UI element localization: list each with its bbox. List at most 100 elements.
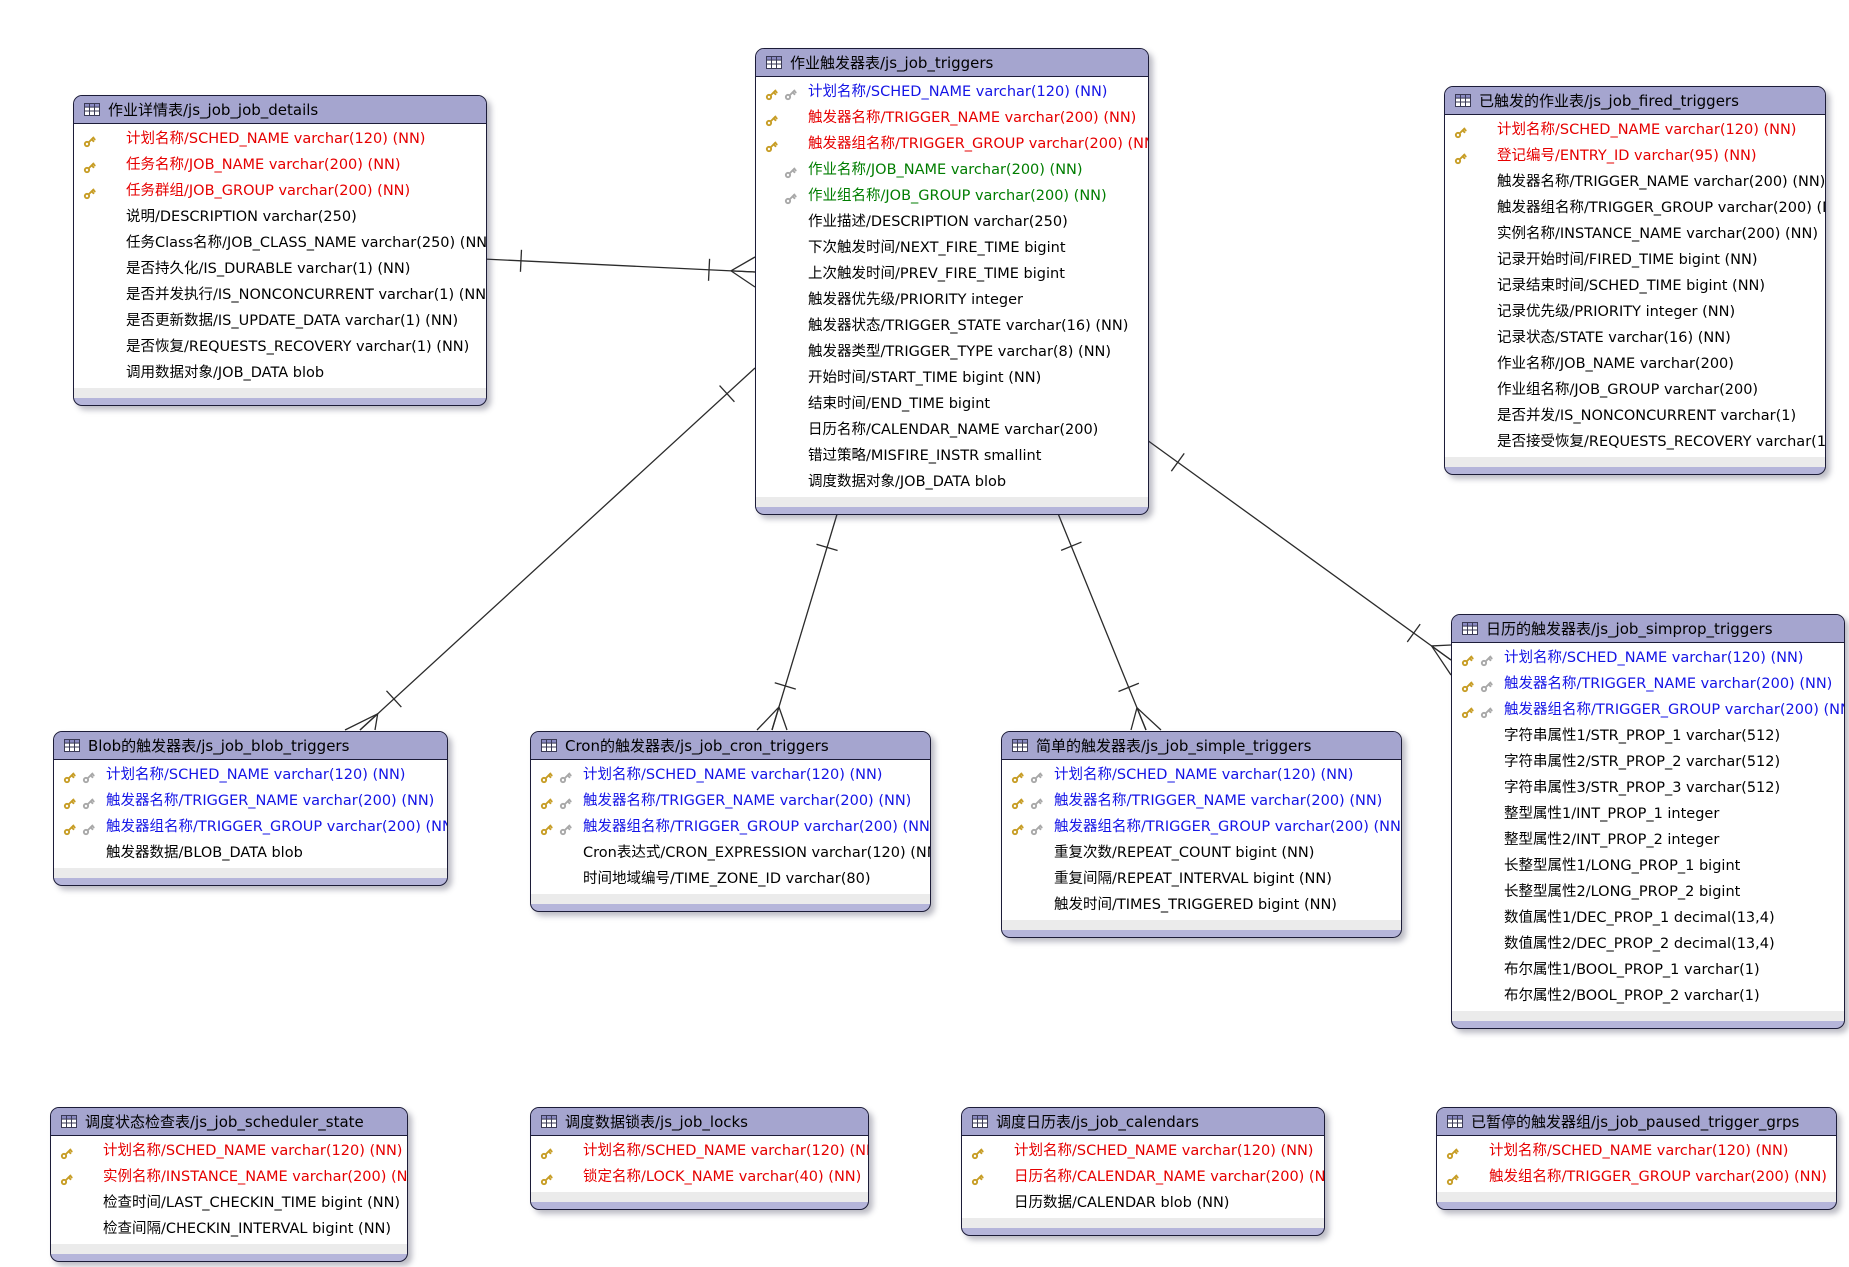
field-row[interactable]: 计划名称/SCHED_NAME varchar(120) (NN)	[531, 762, 930, 788]
field-row[interactable]: 日历数据/CALENDAR blob (NN)	[962, 1190, 1324, 1216]
table-header[interactable]: 简单的触发器表/js_job_simple_triggers	[1002, 732, 1401, 760]
field-row[interactable]: 字符串属性3/STR_PROP_3 varchar(512)	[1452, 775, 1844, 801]
field-row[interactable]: 触发组名称/TRIGGER_GROUP varchar(200) (NN)	[1437, 1164, 1836, 1190]
field-row[interactable]: 触发器组名称/TRIGGER_GROUP varchar(200) (NN)	[1452, 697, 1844, 723]
field-row[interactable]: 是否接受恢复/REQUESTS_RECOVERY varchar(1)	[1445, 429, 1825, 455]
field-row[interactable]: 是否更新数据/IS_UPDATE_DATA varchar(1) (NN)	[74, 308, 486, 334]
table-js_job_fired_triggers[interactable]: 已触发的作业表/js_job_fired_triggers 计划名称/SCHED…	[1444, 86, 1826, 475]
table-js_job_blob_triggers[interactable]: Blob的触发器表/js_job_blob_triggers 计划名称/SCHE…	[53, 731, 448, 886]
field-row[interactable]: 计划名称/SCHED_NAME varchar(120) (NN)	[1002, 762, 1401, 788]
field-row[interactable]: 说明/DESCRIPTION varchar(250)	[74, 204, 486, 230]
table-header[interactable]: 调度状态检查表/js_job_scheduler_state	[51, 1108, 407, 1136]
field-row[interactable]: 作业名称/JOB_NAME varchar(200) (NN)	[756, 157, 1148, 183]
field-row[interactable]: 计划名称/SCHED_NAME varchar(120) (NN)	[962, 1138, 1324, 1164]
field-row[interactable]: 是否并发执行/IS_NONCONCURRENT varchar(1) (NN)	[74, 282, 486, 308]
field-row[interactable]: 是否持久化/IS_DURABLE varchar(1) (NN)	[74, 256, 486, 282]
field-row[interactable]: 布尔属性2/BOOL_PROP_2 varchar(1)	[1452, 983, 1844, 1009]
field-row[interactable]: 检查间隔/CHECKIN_INTERVAL bigint (NN)	[51, 1216, 407, 1242]
field-row[interactable]: 触发器组名称/TRIGGER_GROUP varchar(200) (NN)	[1002, 814, 1401, 840]
field-row[interactable]: 计划名称/SCHED_NAME varchar(120) (NN)	[51, 1138, 407, 1164]
table-header[interactable]: Blob的触发器表/js_job_blob_triggers	[54, 732, 447, 760]
field-row[interactable]: 记录开始时间/FIRED_TIME bigint (NN)	[1445, 247, 1825, 273]
field-row[interactable]: 日历名称/CALENDAR_NAME varchar(200)	[756, 417, 1148, 443]
field-row[interactable]: 下次触发时间/NEXT_FIRE_TIME bigint	[756, 235, 1148, 261]
field-row[interactable]: 整型属性2/INT_PROP_2 integer	[1452, 827, 1844, 853]
field-row[interactable]: 作业描述/DESCRIPTION varchar(250)	[756, 209, 1148, 235]
table-header[interactable]: Cron的触发器表/js_job_cron_triggers	[531, 732, 930, 760]
field-row[interactable]: 计划名称/SCHED_NAME varchar(120) (NN)	[531, 1138, 868, 1164]
field-row[interactable]: 触发器优先级/PRIORITY integer	[756, 287, 1148, 313]
field-row[interactable]: 时间地域编号/TIME_ZONE_ID varchar(80)	[531, 866, 930, 892]
field-row[interactable]: 上次触发时间/PREV_FIRE_TIME bigint	[756, 261, 1148, 287]
field-row[interactable]: 作业组名称/JOB_GROUP varchar(200) (NN)	[756, 183, 1148, 209]
table-header[interactable]: 作业触发器表/js_job_triggers	[756, 49, 1148, 77]
field-row[interactable]: 是否并发/IS_NONCONCURRENT varchar(1)	[1445, 403, 1825, 429]
field-row[interactable]: 开始时间/START_TIME bigint (NN)	[756, 365, 1148, 391]
table-js_job_job_details[interactable]: 作业详情表/js_job_job_details 计划名称/SCHED_NAME…	[73, 95, 487, 406]
field-row[interactable]: 计划名称/SCHED_NAME varchar(120) (NN)	[1445, 117, 1825, 143]
field-row[interactable]: 是否恢复/REQUESTS_RECOVERY varchar(1) (NN)	[74, 334, 486, 360]
field-row[interactable]: 任务群组/JOB_GROUP varchar(200) (NN)	[74, 178, 486, 204]
field-row[interactable]: 任务名称/JOB_NAME varchar(200) (NN)	[74, 152, 486, 178]
field-row[interactable]: 触发器状态/TRIGGER_STATE varchar(16) (NN)	[756, 313, 1148, 339]
field-row[interactable]: 字符串属性2/STR_PROP_2 varchar(512)	[1452, 749, 1844, 775]
field-row[interactable]: 实例名称/INSTANCE_NAME varchar(200) (NN)	[1445, 221, 1825, 247]
field-row[interactable]: 记录状态/STATE varchar(16) (NN)	[1445, 325, 1825, 351]
field-row[interactable]: 锁定名称/LOCK_NAME varchar(40) (NN)	[531, 1164, 868, 1190]
field-row[interactable]: 长整型属性1/LONG_PROP_1 bigint	[1452, 853, 1844, 879]
field-row[interactable]: 日历名称/CALENDAR_NAME varchar(200) (NN)	[962, 1164, 1324, 1190]
table-header[interactable]: 作业详情表/js_job_job_details	[74, 96, 486, 124]
field-row[interactable]: 触发器组名称/TRIGGER_GROUP varchar(200) (NN)	[1445, 195, 1825, 221]
field-row[interactable]: 布尔属性1/BOOL_PROP_1 varchar(1)	[1452, 957, 1844, 983]
table-header[interactable]: 调度日历表/js_job_calendars	[962, 1108, 1324, 1136]
field-row[interactable]: 触发器名称/TRIGGER_NAME varchar(200) (NN)	[531, 788, 930, 814]
field-row[interactable]: 记录优先级/PRIORITY integer (NN)	[1445, 299, 1825, 325]
field-row[interactable]: 数值属性1/DEC_PROP_1 decimal(13,4)	[1452, 905, 1844, 931]
field-row[interactable]: 触发器名称/TRIGGER_NAME varchar(200) (NN)	[756, 105, 1148, 131]
field-row[interactable]: 整型属性1/INT_PROP_1 integer	[1452, 801, 1844, 827]
table-js_job_scheduler_state[interactable]: 调度状态检查表/js_job_scheduler_state 计划名称/SCHE…	[50, 1107, 408, 1262]
table-js_job_calendars[interactable]: 调度日历表/js_job_calendars 计划名称/SCHED_NAME v…	[961, 1107, 1325, 1236]
field-row[interactable]: 计划名称/SCHED_NAME varchar(120) (NN)	[1452, 645, 1844, 671]
field-row[interactable]: 登记编号/ENTRY_ID varchar(95) (NN)	[1445, 143, 1825, 169]
field-row[interactable]: 触发器组名称/TRIGGER_GROUP varchar(200) (NN)	[54, 814, 447, 840]
field-row[interactable]: 字符串属性1/STR_PROP_1 varchar(512)	[1452, 723, 1844, 749]
table-header[interactable]: 已触发的作业表/js_job_fired_triggers	[1445, 87, 1825, 115]
field-row[interactable]: 触发器类型/TRIGGER_TYPE varchar(8) (NN)	[756, 339, 1148, 365]
field-row[interactable]: 触发器名称/TRIGGER_NAME varchar(200) (NN)	[1452, 671, 1844, 697]
field-row[interactable]: 调度数据对象/JOB_DATA blob	[756, 469, 1148, 495]
field-row[interactable]: 触发时间/TIMES_TRIGGERED bigint (NN)	[1002, 892, 1401, 918]
field-row[interactable]: 计划名称/SCHED_NAME varchar(120) (NN)	[1437, 1138, 1836, 1164]
field-row[interactable]: 错过策略/MISFIRE_INSTR smallint	[756, 443, 1148, 469]
field-row[interactable]: 结束时间/END_TIME bigint	[756, 391, 1148, 417]
field-row[interactable]: 长整型属性2/LONG_PROP_2 bigint	[1452, 879, 1844, 905]
field-row[interactable]: 计划名称/SCHED_NAME varchar(120) (NN)	[74, 126, 486, 152]
field-row[interactable]: 重复次数/REPEAT_COUNT bigint (NN)	[1002, 840, 1401, 866]
field-row[interactable]: Cron表达式/CRON_EXPRESSION varchar(120) (NN…	[531, 840, 930, 866]
table-js_job_triggers[interactable]: 作业触发器表/js_job_triggers 计划名称/SCHED_NAME v…	[755, 48, 1149, 515]
field-row[interactable]: 作业名称/JOB_NAME varchar(200)	[1445, 351, 1825, 377]
table-js_job_locks[interactable]: 调度数据锁表/js_job_locks 计划名称/SCHED_NAME varc…	[530, 1107, 869, 1210]
field-row[interactable]: 触发器组名称/TRIGGER_GROUP varchar(200) (NN)	[531, 814, 930, 840]
table-header[interactable]: 日历的触发器表/js_job_simprop_triggers	[1452, 615, 1844, 643]
field-row[interactable]: 检查时间/LAST_CHECKIN_TIME bigint (NN)	[51, 1190, 407, 1216]
field-row[interactable]: 触发器名称/TRIGGER_NAME varchar(200) (NN)	[54, 788, 447, 814]
field-row[interactable]: 计划名称/SCHED_NAME varchar(120) (NN)	[756, 79, 1148, 105]
table-js_job_paused_trigger_grps[interactable]: 已暂停的触发器组/js_job_paused_trigger_grps 计划名称…	[1436, 1107, 1837, 1210]
field-row[interactable]: 触发器数据/BLOB_DATA blob	[54, 840, 447, 866]
table-js_job_cron_triggers[interactable]: Cron的触发器表/js_job_cron_triggers 计划名称/SCHE…	[530, 731, 931, 912]
field-row[interactable]: 数值属性2/DEC_PROP_2 decimal(13,4)	[1452, 931, 1844, 957]
field-row[interactable]: 作业组名称/JOB_GROUP varchar(200)	[1445, 377, 1825, 403]
field-row[interactable]: 触发器组名称/TRIGGER_GROUP varchar(200) (NN)	[756, 131, 1148, 157]
field-row[interactable]: 重复间隔/REPEAT_INTERVAL bigint (NN)	[1002, 866, 1401, 892]
field-row[interactable]: 触发器名称/TRIGGER_NAME varchar(200) (NN)	[1002, 788, 1401, 814]
table-header[interactable]: 已暂停的触发器组/js_job_paused_trigger_grps	[1437, 1108, 1836, 1136]
table-js_job_simple_triggers[interactable]: 简单的触发器表/js_job_simple_triggers 计划名称/SCHE…	[1001, 731, 1402, 938]
field-row[interactable]: 调用数据对象/JOB_DATA blob	[74, 360, 486, 386]
field-row[interactable]: 实例名称/INSTANCE_NAME varchar(200) (NN)	[51, 1164, 407, 1190]
table-js_job_simprop_triggers[interactable]: 日历的触发器表/js_job_simprop_triggers 计划名称/SCH…	[1451, 614, 1845, 1029]
field-row[interactable]: 任务Class名称/JOB_CLASS_NAME varchar(250) (N…	[74, 230, 486, 256]
field-row[interactable]: 记录结束时间/SCHED_TIME bigint (NN)	[1445, 273, 1825, 299]
field-row[interactable]: 计划名称/SCHED_NAME varchar(120) (NN)	[54, 762, 447, 788]
field-row[interactable]: 触发器名称/TRIGGER_NAME varchar(200) (NN)	[1445, 169, 1825, 195]
